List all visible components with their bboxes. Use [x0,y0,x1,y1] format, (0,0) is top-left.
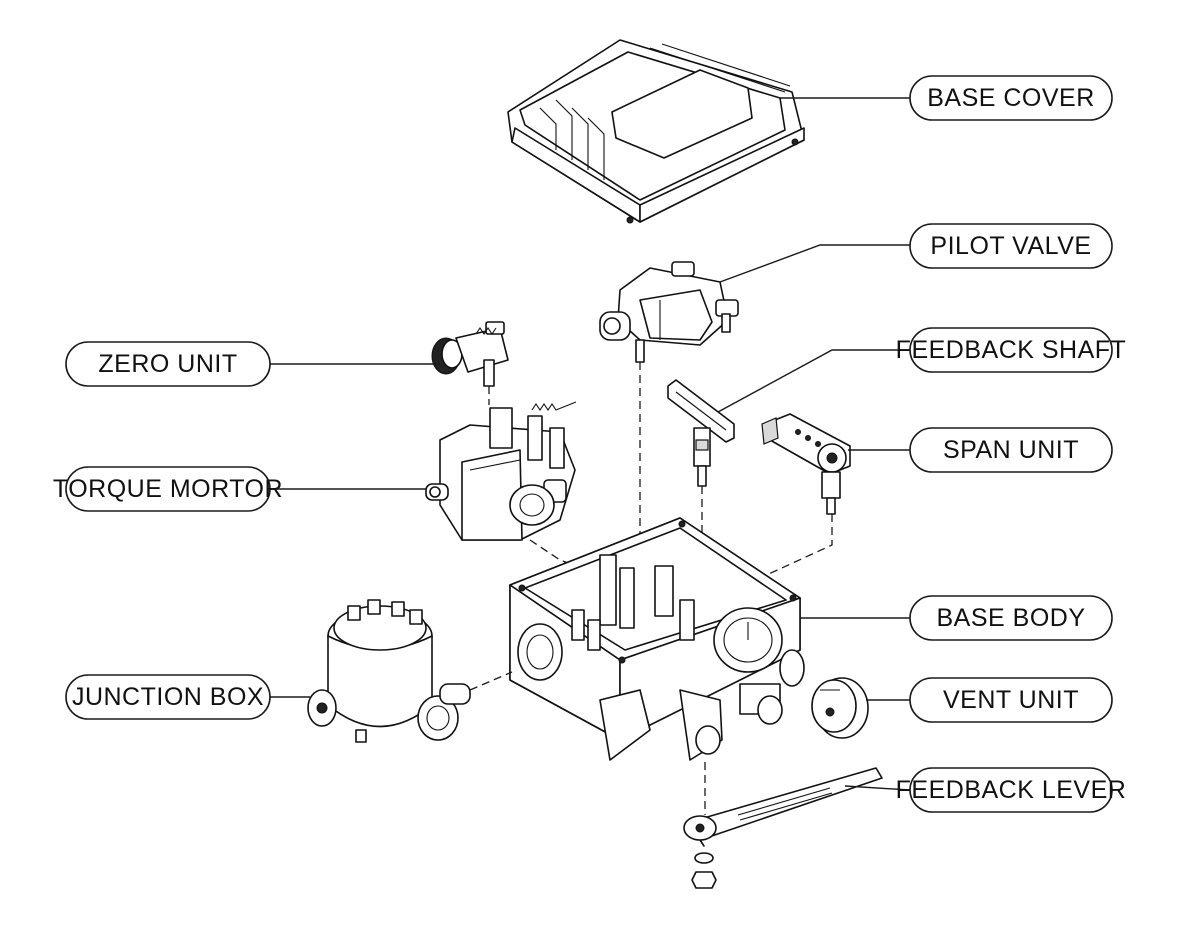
label-span-unit-text: SPAN UNIT [943,436,1079,464]
label-junction-box-text: JUNCTION BOX [72,683,264,711]
label-base-cover-text: BASE COVER [927,84,1095,112]
span-unit-part [761,413,851,515]
label-zero-unit: ZERO UNIT [65,341,271,387]
label-pilot-valve: PILOT VALVE [909,223,1113,269]
label-feedback-lever-text: FEEDBACK LEVER [896,776,1127,804]
pilot-valve-leader [719,244,910,283]
label-feedback-shaft: FEEDBACK SHAFT [896,327,1127,373]
torque-mortor-part [425,401,577,541]
label-zero-unit-text: ZERO UNIT [98,350,237,378]
feedback-shaft-part [667,379,735,487]
label-pilot-valve-text: PILOT VALVE [930,232,1091,260]
zero-unit-part [431,321,509,387]
base-cover-part [507,39,805,224]
label-vent-unit: VENT UNIT [909,677,1113,723]
pilot-valve-part [599,261,739,363]
junction-box-part [307,599,471,743]
label-torque-mortor-text: TORQUE MORTOR [53,475,283,503]
label-feedback-lever: FEEDBACK LEVER [896,767,1127,813]
label-vent-unit-text: VENT UNIT [943,686,1079,714]
label-base-body-text: BASE BODY [937,604,1086,632]
label-torque-mortor: TORQUE MORTOR [53,466,283,512]
label-feedback-shaft-text: FEEDBACK SHAFT [896,336,1127,364]
label-base-body: BASE BODY [909,595,1113,641]
label-span-unit: SPAN UNIT [909,427,1113,473]
feedback-lever-part [683,767,883,889]
feedback-lever-leader [844,785,911,791]
junction-box-axis [469,671,513,691]
label-junction-box: JUNCTION BOX [65,674,271,720]
feedback-shaft-leader [717,349,910,413]
span-unit-axis [759,514,833,579]
vent-unit-part [811,677,869,739]
label-base-cover: BASE COVER [909,75,1113,121]
base-body-part [509,517,805,761]
